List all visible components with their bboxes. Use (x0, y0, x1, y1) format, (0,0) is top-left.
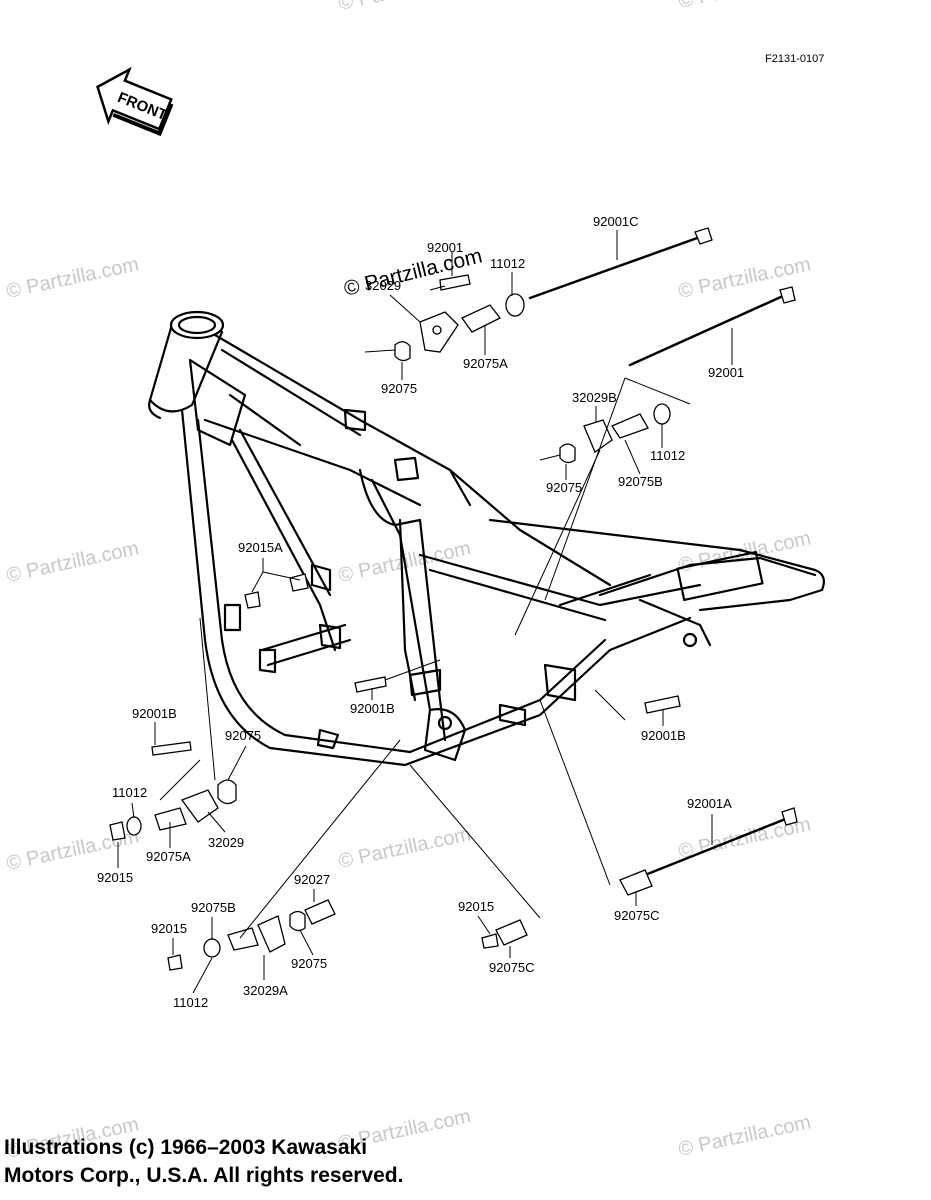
label-92015A: 92015A (238, 540, 283, 555)
label-11012-left: 11012 (112, 785, 147, 800)
label-11012-top: 11012 (490, 256, 525, 271)
label-11012-right: 11012 (650, 448, 685, 463)
label-92001-top: 92001 (427, 240, 463, 255)
label-32029A: 32029A (243, 983, 288, 998)
label-32029B: 32029B (572, 390, 617, 405)
copyright-notice: Illustrations (c) 1966–2003 Kawasaki Mot… (4, 1136, 404, 1187)
motorcycle-frame (148, 310, 825, 767)
label-92075C-right: 92075C (614, 908, 660, 923)
label-92027: 92027 (294, 872, 330, 887)
label-92015-bottom: 92015 (151, 921, 187, 936)
watermark: © Partzilla.com (676, 0, 812, 13)
label-32029-top: 32029 (365, 278, 401, 293)
bottom-mount-group (167, 573, 798, 971)
front-arrow-icon: FRONT (96, 66, 174, 137)
label-92075B-bottom: 92075B (191, 900, 236, 915)
watermark: © Partzilla.com (336, 823, 472, 873)
leader-lines (117, 230, 733, 994)
label-92075A-left: 92075A (146, 849, 191, 864)
label-92015-left: 92015 (97, 870, 133, 885)
label-92001B-left: 92001B (132, 706, 177, 721)
label-92001-right: 92001 (708, 365, 744, 380)
part-labels: 92001C 92001 11012 32029 92075 92075A 92… (97, 214, 744, 1010)
left-mount-group (109, 617, 237, 841)
label-92001C: 92001C (593, 214, 639, 229)
label-92075-right: 92075 (546, 480, 582, 495)
label-92001B-center: 92001B (350, 701, 395, 716)
label-11012-bottom: 11012 (173, 995, 208, 1010)
label-32029-left: 32029 (208, 835, 244, 850)
watermark: © Partzilla.com (4, 253, 140, 303)
label-92001B-right: 92001B (641, 728, 686, 743)
watermark: © Partzilla.com (4, 537, 140, 587)
label-92075B-right: 92075B (618, 474, 663, 489)
watermark: © Partzilla.com (676, 1111, 812, 1161)
label-92001A: 92001A (687, 796, 732, 811)
right-mount-group (514, 377, 691, 636)
label-92075-left: 92075 (225, 728, 261, 743)
top-mount-group (364, 227, 796, 367)
label-92075-bottom: 92075 (291, 956, 327, 971)
label-92075A-top: 92075A (463, 356, 508, 371)
label-92075-top: 92075 (381, 381, 417, 396)
label-92075C-center: 92075C (489, 960, 535, 975)
watermark: © Partzilla.com (336, 0, 472, 15)
label-92015-center: 92015 (458, 899, 494, 914)
reference-code: F2131-0107 (765, 53, 824, 65)
